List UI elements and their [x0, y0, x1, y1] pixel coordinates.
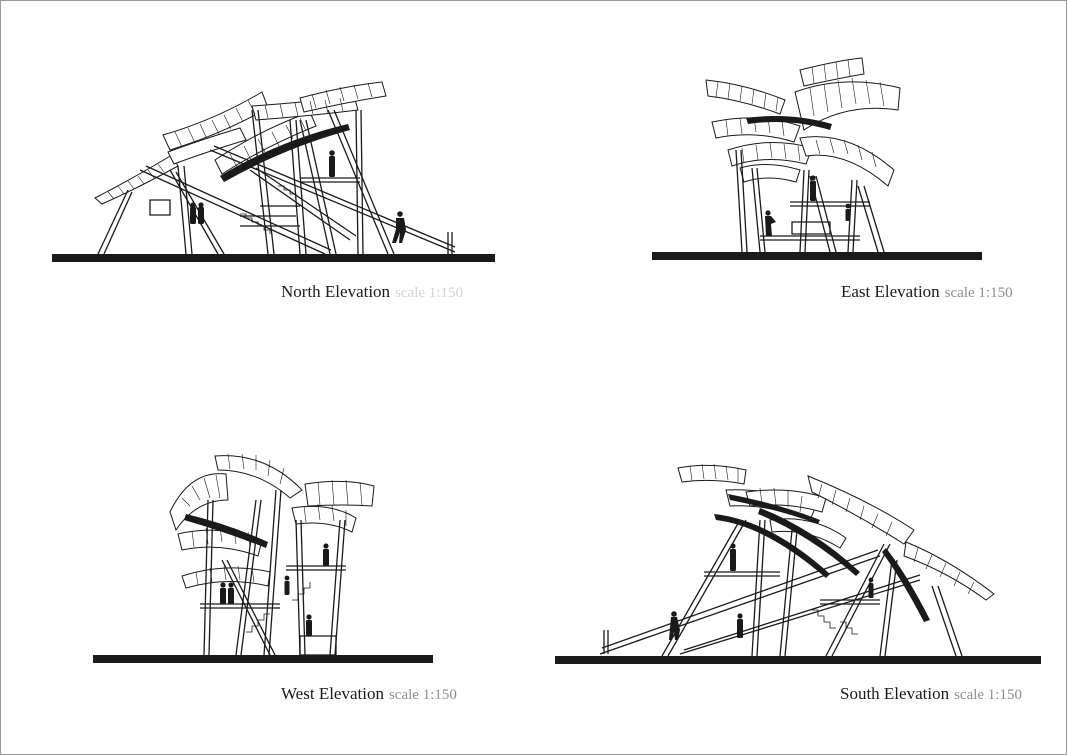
west-figures [220, 543, 329, 636]
east-structure [735, 149, 885, 253]
south-elevation [555, 463, 1041, 664]
east-ground-line [652, 252, 982, 260]
north-elevation [52, 81, 495, 262]
south-stairs [812, 609, 858, 635]
north-dark-beam [220, 124, 350, 182]
north-elevation-title: North Elevation [281, 282, 391, 301]
south-elevation-title: South Elevation [840, 684, 950, 703]
north-structure [97, 109, 456, 255]
south-figures [669, 543, 874, 640]
west-elevation [93, 453, 433, 663]
east-dark-beam [746, 116, 832, 130]
north-stairs [240, 185, 297, 234]
north-ground-line [52, 254, 495, 262]
north-canopy-ribs [107, 82, 373, 200]
west-elevation-scale: scale 1:150 [388, 687, 457, 703]
south-elevation-scale: scale 1:150 [954, 687, 1022, 703]
north-canopy [94, 81, 387, 205]
east-elevation-scale: scale 1:150 [944, 285, 1013, 301]
west-ground-line [93, 655, 433, 663]
east-figures [765, 175, 851, 236]
north-figures [190, 150, 406, 243]
south-ground-line [555, 656, 1041, 664]
east-elevation [652, 57, 982, 260]
east-canopy [705, 57, 901, 187]
south-dark-beams [714, 494, 930, 622]
east-elevation-title: East Elevation [841, 282, 940, 301]
west-dark-beam [184, 514, 268, 548]
south-canopy [677, 464, 995, 601]
west-stairs [246, 582, 311, 633]
east-canopy-ribs [715, 59, 885, 168]
north-elevation-scale: scale 1:150 [395, 285, 463, 301]
west-elevation-title: West Elevation [281, 684, 384, 703]
west-structure [200, 489, 346, 656]
south-canopy-ribs [689, 463, 975, 595]
